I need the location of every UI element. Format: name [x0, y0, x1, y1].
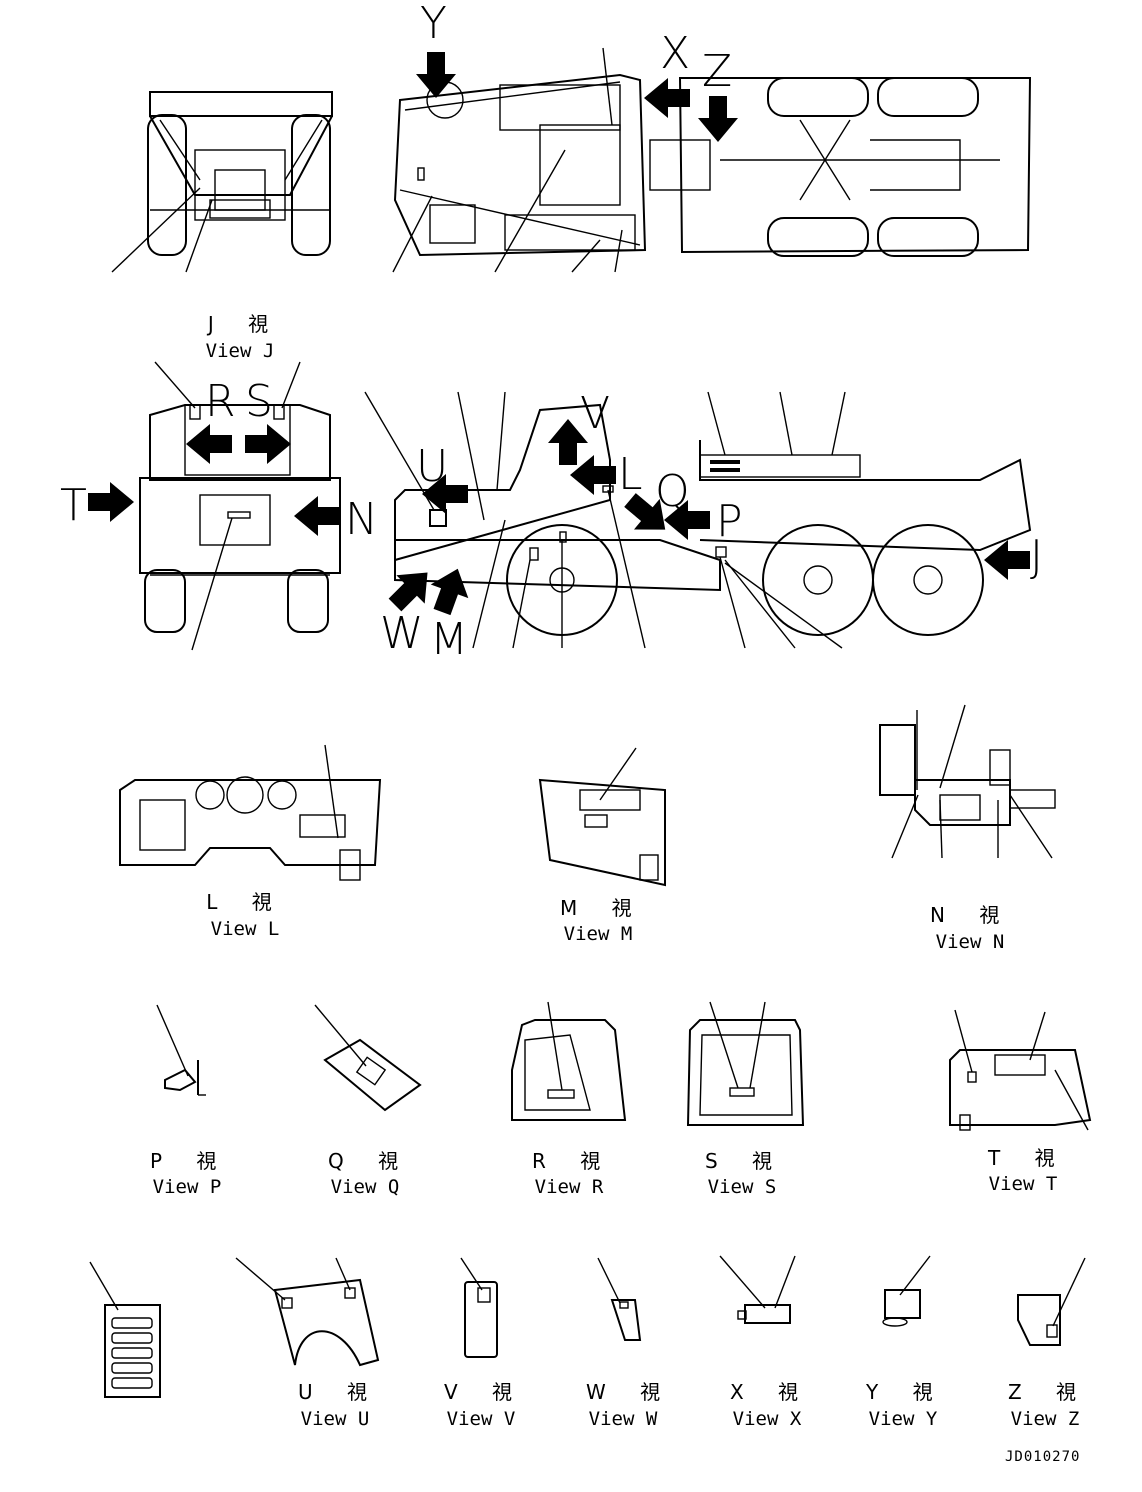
- arrow-letter-u: U: [416, 441, 449, 492]
- view-x-drawing: [719, 1255, 796, 1324]
- view-w-caption-jp: W 視: [586, 1380, 675, 1404]
- view-y-caption-jp: Y 視: [866, 1380, 947, 1404]
- view-p-caption-jp: P 視: [150, 1149, 231, 1173]
- side-view-drawing: [364, 391, 1032, 649]
- view-t-caption-en: View T: [988, 1173, 1058, 1195]
- view-t-caption-jp: T 視: [988, 1146, 1069, 1170]
- view-z-drawing: [1017, 1257, 1086, 1346]
- plan-view-drawing: [392, 47, 1032, 273]
- view-l-caption-en: View L: [210, 918, 280, 940]
- view-q-caption-jp: Q 視: [328, 1149, 413, 1173]
- arrow-letter-x: X: [660, 28, 691, 79]
- view-m-caption-en: View M: [563, 923, 633, 945]
- view-x-caption-jp: X 視: [730, 1380, 813, 1404]
- view-q-drawing: [314, 1004, 422, 1112]
- view-s-caption-jp: S 視: [705, 1149, 787, 1173]
- view-j-caption-en: View J: [205, 340, 275, 362]
- view-r-drawing: [511, 1001, 627, 1121]
- view-y-caption-en: View Y: [868, 1408, 938, 1430]
- view-l-drawing: [119, 744, 382, 881]
- view-s-caption-en: View S: [707, 1176, 777, 1198]
- arrow-letter-r: R: [205, 376, 236, 427]
- arrow-letter-m: M: [430, 614, 468, 665]
- view-z-caption-jp: Z 視: [1008, 1380, 1091, 1404]
- view-l-caption-jp: L 視: [206, 890, 286, 914]
- view-n-drawing: [879, 704, 1056, 859]
- view-m-caption-jp: M 視: [560, 896, 646, 920]
- rear-view-drawing: [111, 91, 333, 273]
- view-m-drawing: [538, 747, 666, 887]
- view-q-caption-en: View Q: [330, 1176, 400, 1198]
- arrow-letter-s: S: [245, 376, 273, 427]
- arrow-letter-p: P: [716, 496, 743, 547]
- arrow-letter-y: Y: [420, 0, 447, 49]
- drawing-code: JD010270: [1005, 1449, 1081, 1465]
- view-j-caption-jp: J 視: [207, 312, 283, 336]
- view-p-caption-en: View P: [152, 1176, 222, 1198]
- view-r-caption-jp: R 視: [532, 1149, 615, 1173]
- view-u-drawing: [235, 1257, 380, 1367]
- view-w-caption-en: View W: [588, 1408, 658, 1430]
- view-w-drawing: [597, 1257, 642, 1341]
- view-x-caption-en: View X: [732, 1408, 802, 1430]
- arrow-letter-v: V: [580, 388, 611, 439]
- arrow-letter-q: Q: [655, 466, 690, 517]
- view-t-drawing: [949, 1009, 1092, 1131]
- view-n-caption-en: View N: [935, 931, 1005, 953]
- view-u-caption-jp: U 視: [298, 1380, 381, 1404]
- arrow-letter-z: Z: [702, 46, 733, 97]
- arrow-letter-l: L: [618, 449, 643, 500]
- front-view-drawing: [139, 361, 341, 651]
- decal-stack-drawing: [89, 1261, 161, 1398]
- arrow-letter-t: T: [60, 480, 87, 531]
- view-r-caption-en: View R: [534, 1176, 604, 1198]
- view-y-drawing: [882, 1255, 931, 1327]
- view-u-caption-en: View U: [300, 1408, 370, 1430]
- view-s-drawing: [686, 1001, 805, 1126]
- view-v-caption-jp: V 視: [444, 1380, 527, 1404]
- arrow-letter-j: J: [1030, 531, 1043, 582]
- arrow-letter-w: W: [380, 608, 424, 659]
- view-n-caption-jp: N 視: [930, 903, 1014, 927]
- arrow-letter-n: N: [345, 494, 378, 545]
- view-z-caption-en: View Z: [1010, 1408, 1080, 1430]
- view-v-caption-en: View V: [446, 1408, 516, 1430]
- view-v-drawing: [460, 1257, 498, 1358]
- view-p-drawing: [156, 1004, 206, 1096]
